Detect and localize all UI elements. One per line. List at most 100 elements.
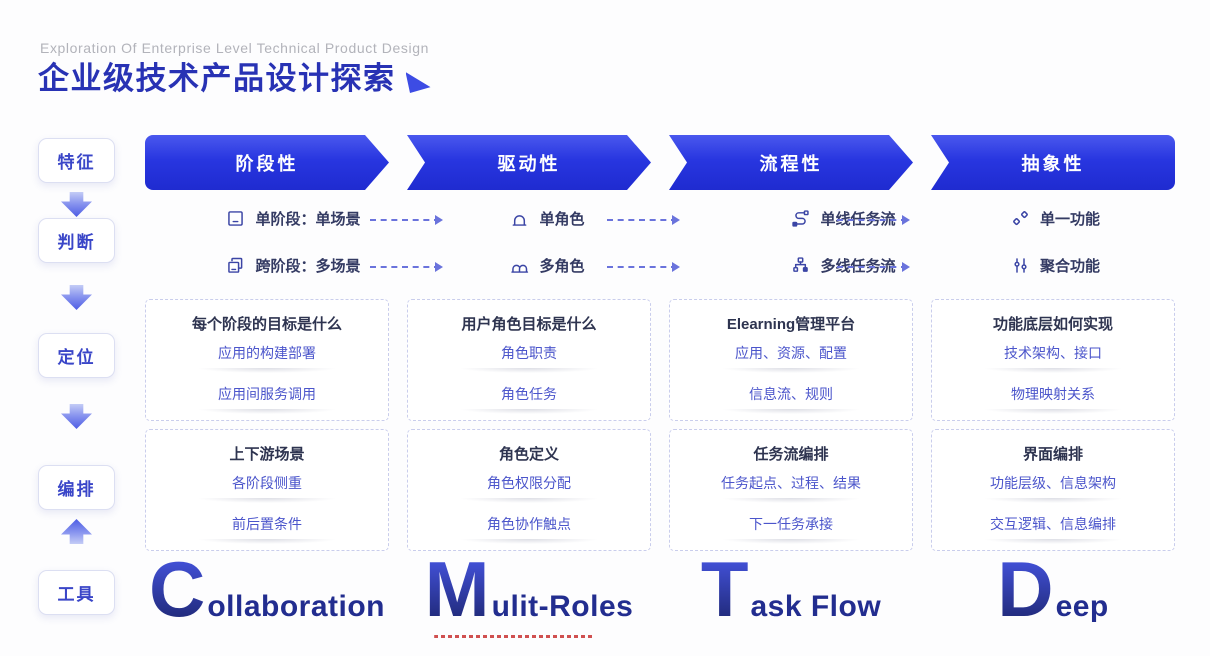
cards-row-2: 上下游场景 各阶段侧重 前后置条件 角色定义 角色权限分配 角色协作触点 任务流… — [145, 429, 1175, 551]
keyword-rest: ollaboration — [207, 590, 385, 623]
cards-row-1: 每个阶段的目标是什么 应用的构建部署 应用间服务调用 用户角色目标是什么 角色职… — [145, 299, 1175, 421]
feature-single-stage: 单阶段：单场景 — [171, 203, 415, 233]
keyword-initial: C — [148, 545, 206, 633]
card-title: 任务流编排 — [753, 446, 829, 463]
keyword-initial: D — [997, 545, 1054, 633]
keyword-initial: T — [700, 545, 749, 633]
feature-label: 多线任务流 — [820, 257, 896, 275]
multi-stage-icon — [228, 257, 243, 273]
page-title: 企业级技术产品设计探索 — [38, 61, 396, 96]
card-role-definition: 角色定义 角色权限分配 角色协作触点 — [407, 429, 651, 551]
feature-multi-taskflow: 多线任务流 — [721, 250, 965, 280]
divider — [174, 368, 360, 375]
column-header-flow: 流程性 — [669, 135, 913, 190]
card-link: 任务起点、过程、结果 — [721, 475, 861, 491]
card-role-goal: 用户角色目标是什么 角色职责 角色任务 — [407, 299, 651, 421]
card-link: 角色任务 — [501, 386, 557, 402]
feature-label: 单阶段：单场景 — [255, 210, 361, 228]
card-elearning-platform: Elearning管理平台 应用、资源、配置 信息流、规则 — [669, 299, 913, 421]
card-title: 上下游场景 — [229, 446, 305, 463]
card-title: 界面编排 — [1022, 446, 1083, 463]
sidebar-step-label: 特征 — [57, 153, 96, 172]
divider — [698, 368, 884, 375]
divider — [436, 539, 622, 546]
single-taskflow-icon — [792, 209, 810, 227]
column-header-phased: 阶段性 — [145, 135, 389, 190]
card-title: 功能底层如何实现 — [992, 316, 1113, 333]
column-header-abstract: 抽象性 — [931, 135, 1175, 190]
divider — [436, 498, 622, 505]
feature-label: 单一功能 — [1039, 210, 1100, 228]
divider — [960, 409, 1146, 416]
card-link: 技术架构、接口 — [1004, 345, 1102, 361]
feature-aggregate-function: 聚合功能 — [933, 250, 1177, 280]
divider — [698, 498, 884, 505]
card-title: 角色定义 — [498, 446, 559, 463]
card-upstream-downstream: 上下游场景 各阶段侧重 前后置条件 — [145, 429, 389, 551]
divider — [698, 409, 884, 416]
sidebar-step-judgement: 判断 — [38, 218, 115, 263]
aggregate-function-icon — [1014, 257, 1027, 273]
dashed-arrow-icon — [370, 262, 443, 272]
arrow-down-icon — [61, 285, 92, 310]
keyword-initial: M — [424, 545, 490, 633]
columns-area: 阶段性 驱动性 流程性 抽象性 单阶段：单场景 单角色 单线任务流 单一功能 — [145, 0, 1175, 656]
divider — [174, 539, 360, 546]
column-header-driven: 驱动性 — [407, 135, 651, 190]
dashed-arrow-icon — [607, 215, 680, 225]
multi-role-icon — [511, 264, 529, 273]
dashed-arrow-icon — [370, 215, 443, 225]
single-function-icon — [1013, 210, 1028, 225]
card-link: 信息流、规则 — [749, 386, 833, 402]
multi-taskflow-icon — [793, 256, 809, 272]
sidebar-step-label: 定位 — [57, 348, 96, 367]
arrow-down-icon — [61, 404, 92, 429]
card-title: 每个阶段的目标是什么 — [191, 316, 342, 333]
card-link: 各阶段侧重 — [232, 475, 302, 491]
feature-multi-role: 多角色 — [425, 250, 669, 280]
column-headers-row: 阶段性 驱动性 流程性 抽象性 — [145, 135, 1175, 190]
feature-single-role: 单角色 — [425, 203, 669, 233]
card-link: 应用、资源、配置 — [735, 345, 847, 361]
dashed-arrow-icon — [607, 262, 680, 272]
sidebar-step-positioning: 定位 — [38, 333, 115, 378]
single-stage-icon — [228, 210, 244, 226]
feature-label: 跨阶段：多场景 — [255, 257, 361, 275]
card-link: 前后置条件 — [232, 516, 302, 532]
card-link: 功能层级、信息架构 — [990, 475, 1116, 491]
card-ui-orchestration: 界面编排 功能层级、信息架构 交互逻辑、信息编排 — [931, 429, 1175, 551]
card-link: 物理映射关系 — [1011, 386, 1095, 402]
divider — [436, 368, 622, 375]
divider — [960, 368, 1146, 375]
card-title: Elearning管理平台 — [726, 316, 856, 333]
feature-label: 多角色 — [539, 257, 585, 275]
divider — [960, 539, 1146, 546]
sidebar-step-tools: 工具 — [38, 570, 115, 615]
card-link: 角色协作触点 — [487, 516, 571, 532]
feature-label: 聚合功能 — [1039, 257, 1100, 275]
sidebar-step-orchestration: 编排 — [38, 465, 115, 510]
card-link: 应用的构建部署 — [218, 345, 316, 361]
sidebar-step-features: 特征 — [38, 138, 115, 183]
arrow-down-icon — [61, 192, 92, 217]
feature-multi-stage: 跨阶段：多场景 — [171, 250, 415, 280]
keyword-rest: ask Flow — [750, 590, 882, 623]
card-link: 角色权限分配 — [487, 475, 571, 491]
dashed-arrow-icon — [837, 215, 910, 225]
keyword-rest: ulit-Roles — [491, 590, 634, 623]
page-subtitle-en: Exploration Of Enterprise Level Technica… — [40, 40, 429, 56]
divider — [698, 539, 884, 546]
sidebar-step-label: 编排 — [57, 480, 96, 499]
card-link: 下一任务承接 — [749, 516, 833, 532]
card-stage-goal: 每个阶段的目标是什么 应用的构建部署 应用间服务调用 — [145, 299, 389, 421]
single-role-icon — [513, 214, 527, 226]
features-single-row: 单阶段：单场景 单角色 单线任务流 单一功能 — [145, 203, 1175, 233]
features-multi-row: 跨阶段：多场景 多角色 多线任务流 聚合功能 — [145, 250, 1175, 280]
divider — [436, 409, 622, 416]
